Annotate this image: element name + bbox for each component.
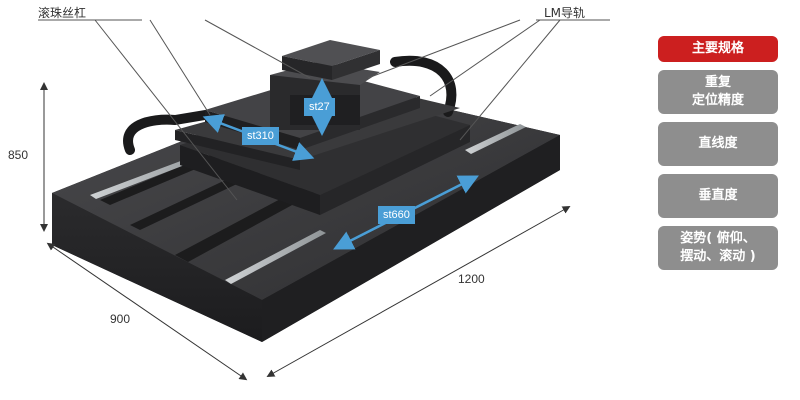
stroke-tag-y: st310 bbox=[242, 127, 279, 145]
menu-item-attitude[interactable]: 姿势( 俯仰、 摆动、滚动 ) bbox=[658, 226, 778, 270]
menu-item-label: 主要规格 bbox=[691, 41, 744, 56]
menu-item-main-specs[interactable]: 主要规格 bbox=[658, 36, 778, 62]
height-dimension: 850 bbox=[8, 148, 29, 162]
menu-item-label: 姿势( 俯仰、 bbox=[680, 231, 756, 246]
menu-item-label-2: 定位精度 bbox=[691, 93, 744, 108]
width-dimension: 1200 bbox=[458, 272, 485, 286]
callout-leaders bbox=[38, 19, 610, 201]
menu-item-label-2: 摆动、滚动 ) bbox=[680, 249, 756, 264]
stroke-tag-x: st660 bbox=[378, 206, 415, 224]
stroke-tag-z: st27 bbox=[304, 98, 335, 116]
menu-item-label: 垂直度 bbox=[698, 188, 738, 203]
menu-item-perpendicularity[interactable]: 垂直度 bbox=[658, 174, 778, 218]
lm-guide-label: LM导轨 bbox=[544, 6, 586, 20]
dimension-arrows bbox=[40, 82, 571, 381]
depth-dimension: 900 bbox=[110, 312, 131, 326]
menu-item-label: 重复 bbox=[704, 75, 731, 90]
menu-item-straightness[interactable]: 直线度 bbox=[658, 122, 778, 166]
menu-item-repeatability[interactable]: 重复 定位精度 bbox=[658, 70, 778, 114]
menu-item-label: 直线度 bbox=[698, 136, 738, 151]
ball-screw-label: 滚珠丝杠 bbox=[38, 6, 87, 20]
